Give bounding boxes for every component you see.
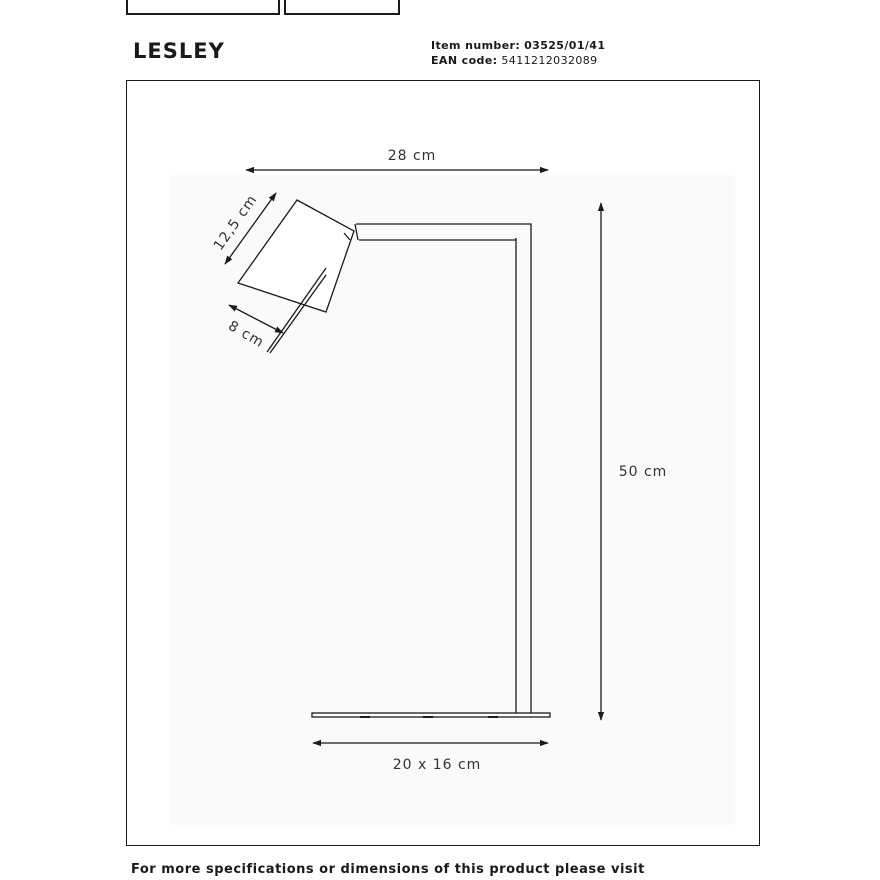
- base-label: 20 x 16 cm: [393, 757, 482, 773]
- drawing-frame: [126, 80, 760, 846]
- head-length-dimension-line: [224, 192, 277, 265]
- logo-box-right: [284, 0, 400, 15]
- lamp-pole: [515, 228, 532, 713]
- base-foot: [423, 716, 433, 718]
- width-label: 28 cm: [388, 148, 437, 164]
- lamp-drawing: [236, 199, 551, 718]
- item-number-label: Item number:: [431, 39, 521, 52]
- lamp-head-pivot: [343, 232, 351, 241]
- item-number-value: 03525/01/41: [524, 39, 606, 52]
- ean-label: EAN code:: [431, 54, 498, 67]
- product-meta: Item number: 03525/01/41 EAN code: 54112…: [431, 38, 605, 68]
- lamp-head-lip: [266, 267, 327, 354]
- product-name: LESLEY: [133, 39, 225, 63]
- logo-box-left: [126, 0, 280, 15]
- ean-row: EAN code: 5411212032089: [431, 53, 605, 68]
- ean-value: 5411212032089: [501, 54, 598, 67]
- height-label: 50 cm: [619, 464, 668, 480]
- brand-logo: [126, 0, 400, 17]
- base-foot: [360, 716, 370, 718]
- dimension-lines: [224, 166, 605, 747]
- lamp-joint: [354, 223, 359, 241]
- footer-text: For more specifications or dimensions of…: [131, 862, 645, 877]
- item-number-row: Item number: 03525/01/41: [431, 38, 605, 53]
- lamp-arm: [356, 223, 532, 241]
- head-depth-dimension-line: [228, 304, 284, 334]
- base-foot: [488, 716, 498, 718]
